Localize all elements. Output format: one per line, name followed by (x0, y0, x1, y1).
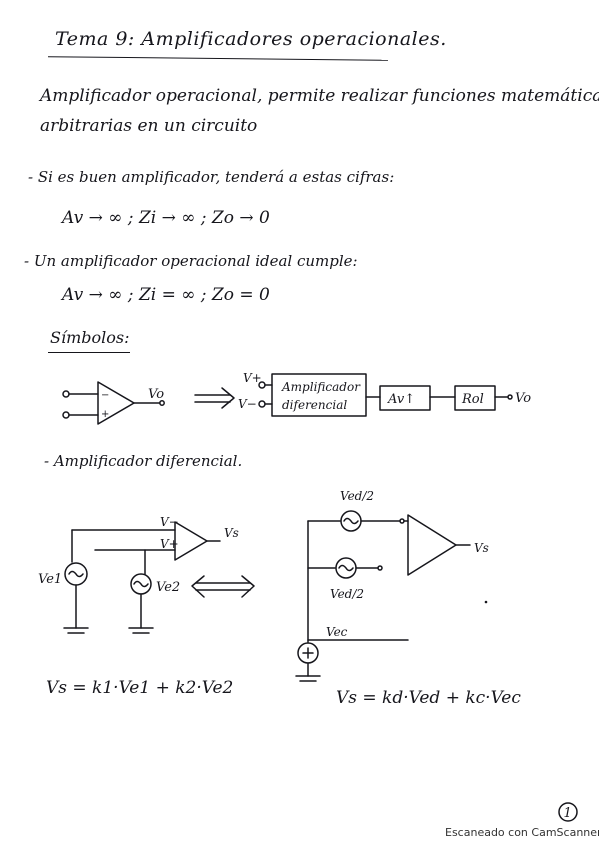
block1-line1: Amplificador (281, 380, 361, 394)
final-output-label: Vo (515, 391, 531, 406)
ved-half-top-label: Ved/2 (340, 489, 374, 503)
v-minus-input-label: V− (160, 515, 179, 529)
output-terminal (159, 400, 165, 406)
page-number-circle (558, 802, 578, 822)
vec-label: Vec (326, 625, 348, 639)
block3-label: Rol (461, 392, 484, 407)
block-gain (379, 385, 431, 411)
minus-sign: − (101, 390, 109, 401)
opamp-triangle (174, 521, 208, 561)
sine-icon (68, 570, 84, 578)
v-plus-label: V+ (243, 371, 262, 385)
page-number: 1 (564, 806, 572, 821)
ved-half-bottom-label: Ved/2 (330, 587, 364, 601)
equivalence-arrow (194, 387, 235, 409)
sine-icon (338, 564, 354, 572)
vs-right-label: Vs (474, 541, 489, 555)
equation-right: Vs = kd·Ved + kc·Vec (336, 688, 521, 708)
equation-left: Vs = k1·Ve1 + k2·Ve2 (46, 678, 234, 698)
v-minus-label: V− (238, 397, 257, 411)
block-differential-amplifier (271, 373, 367, 417)
symbols-heading: Símbolos: (50, 328, 130, 347)
page-title: Tema 9: Amplificadores operacionales. (55, 28, 447, 50)
page-number-badge: 1 (558, 802, 578, 822)
sine-icon (343, 517, 359, 525)
block1-line2: diferencial (282, 398, 347, 412)
opamp-triangle (407, 514, 457, 576)
left-circuit: Ve1 Ve2 V− V+ Vs (38, 515, 239, 634)
scanner-watermark: Escaneado con CamScanner (445, 826, 599, 839)
terminal (377, 565, 383, 571)
formula-good-amplifier: Av → ∞ ; Zi → ∞ ; Zo → 0 (62, 208, 270, 228)
symbols-underline (48, 352, 130, 353)
formula-ideal-amplifier: Av → ∞ ; Zi = ∞ ; Zo = 0 (62, 285, 270, 305)
right-circuit: Ved/2 Ved/2 Vs Vec (295, 489, 489, 682)
ve2-label: Ve2 (156, 580, 180, 595)
intro-line-1: Amplificador operacional, permite realiz… (40, 86, 599, 106)
intro-line-2: arbitrarias en un circuito (40, 116, 258, 136)
opamp-symbol: − + Vo (62, 381, 165, 425)
terminal (507, 394, 513, 400)
block-diagram: V+ V− Amplificador diferencial Av↑ Rol V… (238, 371, 531, 417)
output-label: Vo (148, 387, 164, 402)
ve1-label: Ve1 (38, 572, 62, 587)
bullet-differential-amplifier: - Amplificador diferencial. (44, 452, 243, 470)
bullet-good-amplifier: - Si es buen amplificador, tenderá a est… (28, 168, 395, 186)
vs-label: Vs (224, 526, 239, 540)
sine-icon (133, 580, 149, 588)
double-arrow-icon (191, 575, 255, 598)
plus-sign: + (101, 409, 109, 420)
opamp-triangle (97, 381, 135, 425)
bullet-ideal-amplifier: - Un amplificador operacional ideal cump… (24, 252, 358, 270)
v-plus-input-label: V+ (160, 537, 179, 551)
block-output-resistance (454, 385, 496, 411)
block2-label: Av↑ (387, 392, 415, 407)
ink-dot (484, 600, 488, 604)
